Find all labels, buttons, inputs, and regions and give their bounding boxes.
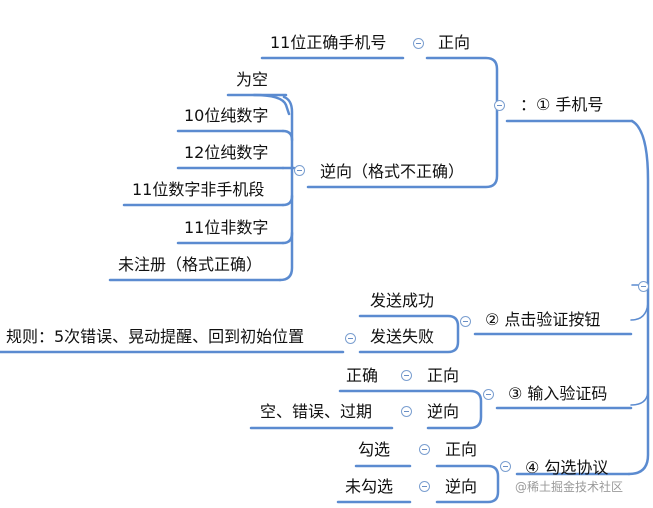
agreement-positive-collapse-toggle[interactable]: [419, 444, 430, 455]
send-failure-collapse-toggle[interactable]: [345, 333, 356, 344]
enter-code-positive-collapse-toggle[interactable]: [401, 370, 412, 381]
phone-negative-case[interactable]: 为空: [236, 70, 269, 89]
enter-code-negative-label[interactable]: 逆向: [427, 402, 460, 421]
agreement-negative-collapse-toggle[interactable]: [419, 481, 430, 492]
send-success-label[interactable]: 发送成功: [370, 291, 435, 310]
send-failure-rule[interactable]: 规则：5次错误、晃动提醒、回到初始位置: [6, 327, 305, 346]
phone-negative-case[interactable]: 未注册（格式正确）: [118, 255, 263, 274]
enter-code-collapse-toggle[interactable]: [483, 389, 494, 400]
agreement-positive-label[interactable]: 正向: [445, 440, 478, 459]
watermark: @稀土掘金技术社区: [515, 480, 624, 494]
enter-code-positive-case[interactable]: 正确: [346, 366, 379, 385]
agreement-negative-label[interactable]: 逆向: [445, 477, 478, 496]
enter-code-negative-case[interactable]: 空、错误、过期: [260, 402, 373, 421]
phone-negative-label[interactable]: 逆向（格式不正确）: [320, 162, 465, 181]
enter-code-negative-collapse-toggle[interactable]: [401, 406, 412, 417]
phone-branch-label[interactable]: ：① 手机号: [520, 95, 604, 114]
phone-positive-label[interactable]: 正向: [438, 33, 471, 52]
phone-negative-case[interactable]: 11位数字非手机段: [132, 180, 265, 199]
phone-positive-collapse-toggle[interactable]: [413, 38, 424, 49]
agreement-negative-case[interactable]: 未勾选: [345, 477, 394, 496]
agreement-positive-case[interactable]: 勾选: [358, 440, 391, 459]
phone-negative-case[interactable]: 12位纯数字: [184, 143, 269, 162]
phone-negative-collapse-toggle[interactable]: [294, 165, 305, 176]
root-collapse-toggle[interactable]: [638, 281, 649, 292]
phone-negative-case[interactable]: 10位纯数字: [184, 106, 269, 125]
phone-negative-case[interactable]: 11位非数字: [184, 218, 269, 237]
enter-code-positive-label[interactable]: 正向: [427, 366, 460, 385]
agreement-branch-label[interactable]: ④ 勾选协议: [525, 458, 609, 477]
enter-code-branch-label[interactable]: ③ 输入验证码: [508, 384, 608, 403]
phone-collapse-toggle[interactable]: [494, 100, 505, 111]
send-code-collapse-toggle[interactable]: [460, 316, 471, 327]
send-code-branch-label[interactable]: ② 点击验证按钮: [485, 310, 601, 329]
agreement-collapse-toggle[interactable]: [500, 461, 511, 472]
phone-positive-case[interactable]: 11位正确手机号: [270, 33, 387, 52]
send-failure-label[interactable]: 发送失败: [370, 327, 435, 346]
